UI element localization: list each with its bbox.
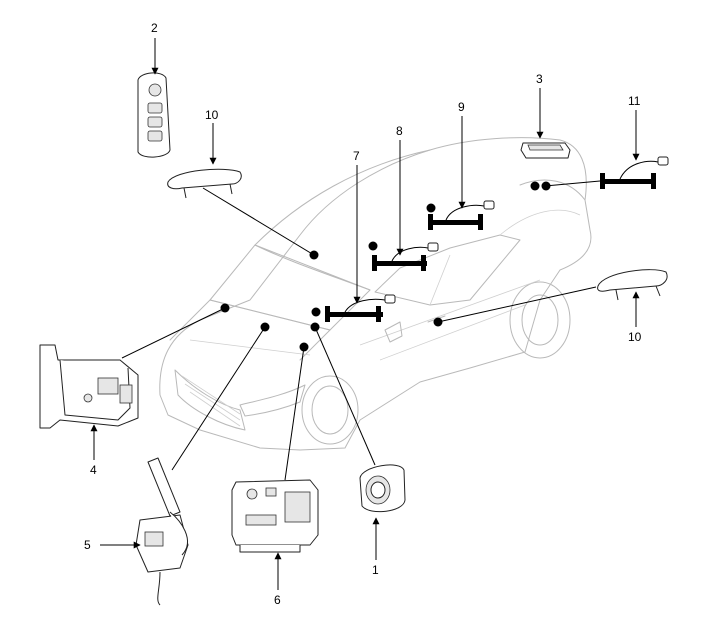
- control-module: [231, 479, 319, 553]
- callout-1: 1: [372, 563, 379, 577]
- callout-numbers: 2 10 3 11 9 8 7 10 4 5 6 1: [84, 21, 642, 607]
- dot-start-button: [310, 322, 320, 332]
- trunk-module: [520, 142, 571, 159]
- callout-10-left: 10: [205, 108, 219, 122]
- dot-steering-lock: [260, 322, 270, 332]
- smart-key-unit: [39, 344, 139, 429]
- callout-7: 7: [353, 149, 360, 163]
- callout-5: 5: [84, 538, 91, 552]
- dot-door-handle-left: [309, 250, 319, 260]
- leader-lines: [121, 180, 601, 481]
- antenna-8: [372, 242, 439, 271]
- smart-key-fob: [137, 72, 171, 158]
- door-handle-right: [597, 269, 668, 301]
- callout-2: 2: [151, 21, 158, 35]
- dot-antenna-7: [311, 307, 321, 317]
- start-button-coil: [359, 464, 406, 513]
- callout-9: 9: [458, 100, 465, 114]
- dot-door-handle-right: [433, 317, 443, 327]
- antenna-7: [325, 294, 396, 322]
- callout-6: 6: [274, 593, 281, 607]
- dot-control-module: [299, 342, 309, 352]
- door-handle-left: [167, 168, 242, 199]
- dot-trunk-module: [530, 181, 540, 191]
- dot-antenna-8: [368, 241, 378, 251]
- dot-smart-key-unit: [220, 303, 230, 313]
- location-dots: [220, 181, 551, 352]
- callout-arrows: [90, 38, 640, 590]
- steering-lock-unit: [135, 457, 189, 606]
- dot-antenna-9: [426, 203, 436, 213]
- antenna-11: [600, 156, 669, 189]
- vehicle-outline: [159, 137, 592, 451]
- callout-11: 11: [628, 94, 641, 108]
- callout-3: 3: [536, 72, 543, 86]
- callout-4: 4: [90, 463, 97, 477]
- antenna-9: [428, 200, 495, 230]
- callout-8: 8: [396, 124, 403, 138]
- dot-antenna-11: [541, 181, 551, 191]
- callout-10-right: 10: [628, 330, 642, 344]
